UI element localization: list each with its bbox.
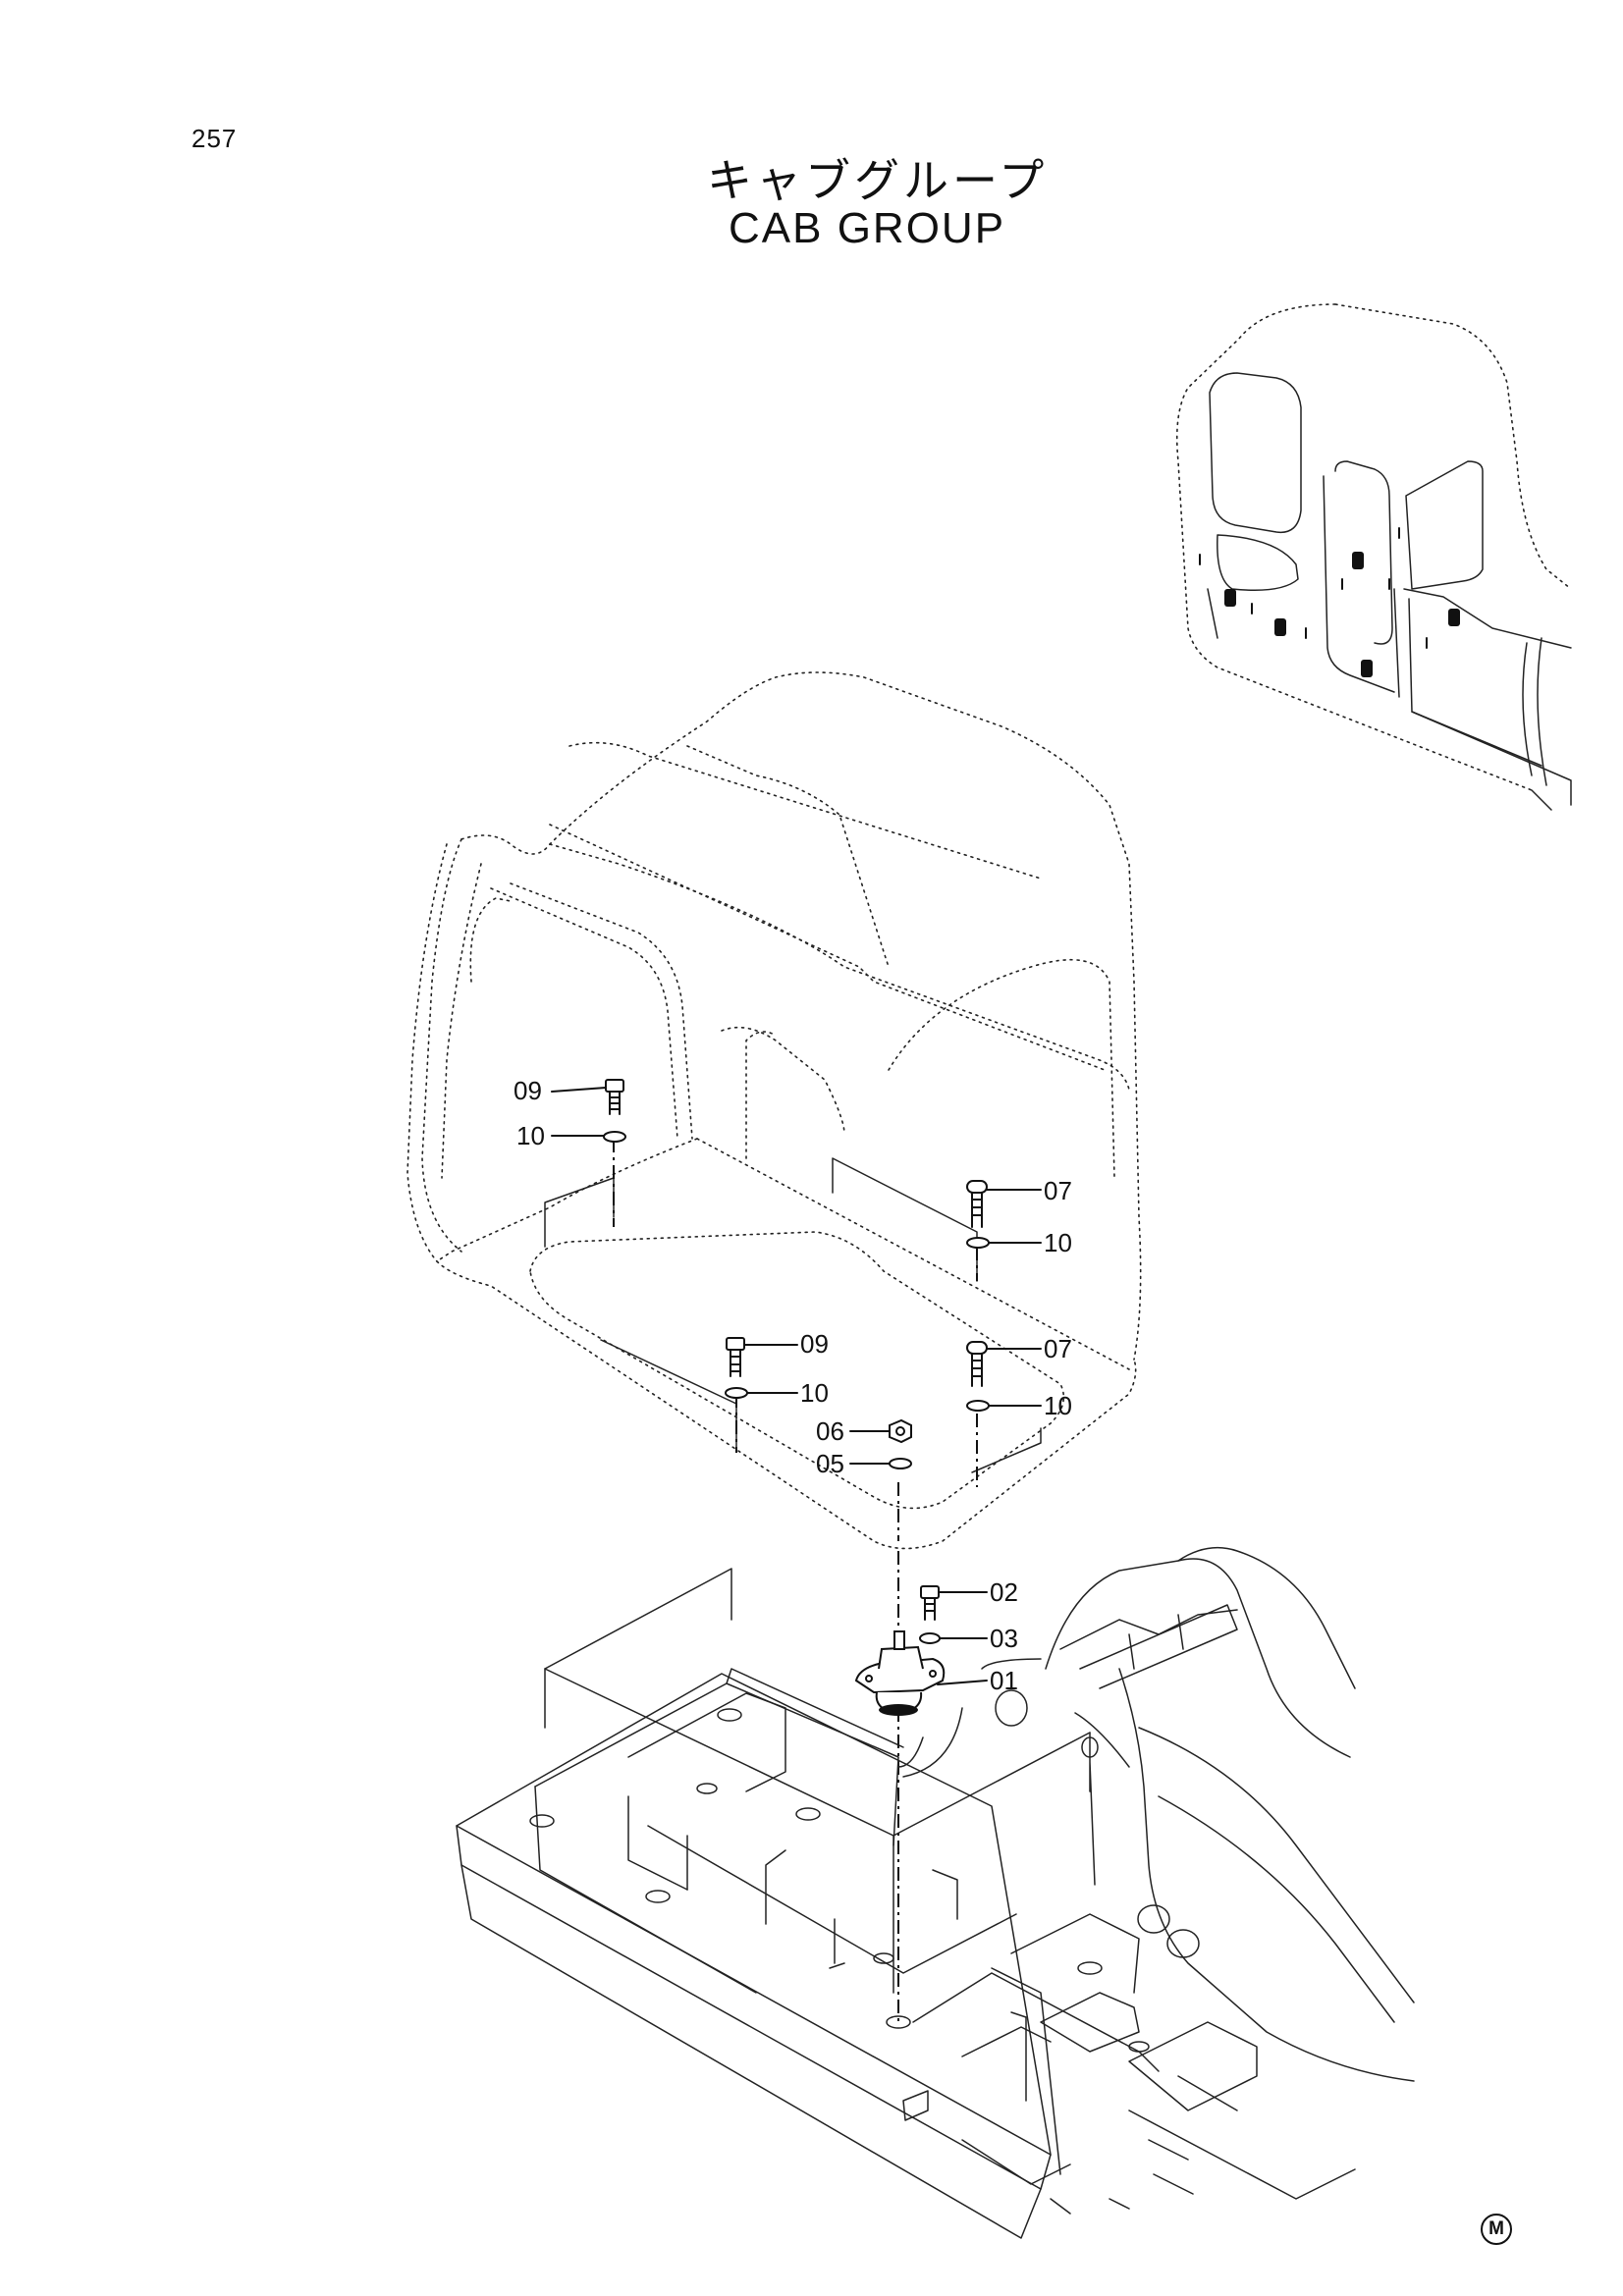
callout-02: 02 <box>990 1577 1018 1607</box>
inset-mount-2 <box>1274 618 1286 636</box>
callout-03: 03 <box>990 1624 1018 1653</box>
callout-10-upper-right: 10 <box>1044 1228 1072 1257</box>
callout-09-top: 09 <box>514 1076 542 1105</box>
callout-10-mid: 10 <box>800 1378 829 1408</box>
callout-05: 05 <box>816 1449 844 1478</box>
callout-09-mid: 09 <box>800 1329 829 1359</box>
inset-cab-view <box>1175 303 1572 811</box>
manufacturer-mark: M <box>1481 2214 1512 2245</box>
callout-labels: 09 10 07 10 09 10 07 10 06 05 02 03 01 <box>514 1076 1072 1695</box>
upper-frame <box>456 1568 1356 2239</box>
part-10-right-lower-washer <box>966 1400 1042 1412</box>
inset-mount-5 <box>1448 609 1460 626</box>
part-07-right-upper-bolt <box>966 1180 1042 1228</box>
part-02-bolt <box>920 1585 988 1621</box>
callout-10-lower-right: 10 <box>1044 1391 1072 1420</box>
part-10-right-upper-washer <box>966 1237 1042 1249</box>
inset-mount-1 <box>1224 589 1236 607</box>
page-number: 257 <box>191 124 238 153</box>
part-06-nut <box>849 1418 912 1444</box>
part-01-cab-mount <box>854 1630 988 1716</box>
part-09-mid-bolt <box>726 1337 798 1377</box>
callout-01: 01 <box>990 1666 1018 1695</box>
part-09-top-bolt <box>551 1079 624 1115</box>
part-10-top-washer <box>551 1131 626 1143</box>
part-10-mid-washer <box>725 1387 798 1399</box>
boom-foot <box>897 1546 1415 2082</box>
title-japanese: キャブグループ <box>707 154 1049 207</box>
main-cab-outline <box>406 671 1142 1550</box>
part-03-washer <box>919 1632 988 1644</box>
callout-07-upper: 07 <box>1044 1176 1072 1205</box>
center-lines <box>613 1139 978 2022</box>
part-05-washer <box>849 1458 912 1469</box>
callout-07-lower: 07 <box>1044 1334 1072 1363</box>
inset-mount-4 <box>1361 660 1373 677</box>
title-english: CAB GROUP <box>729 204 1006 252</box>
inset-mount-3 <box>1352 552 1364 569</box>
callout-06: 06 <box>816 1416 844 1446</box>
callout-10-top: 10 <box>516 1121 545 1150</box>
part-07-right-lower-bolt <box>966 1341 1042 1387</box>
